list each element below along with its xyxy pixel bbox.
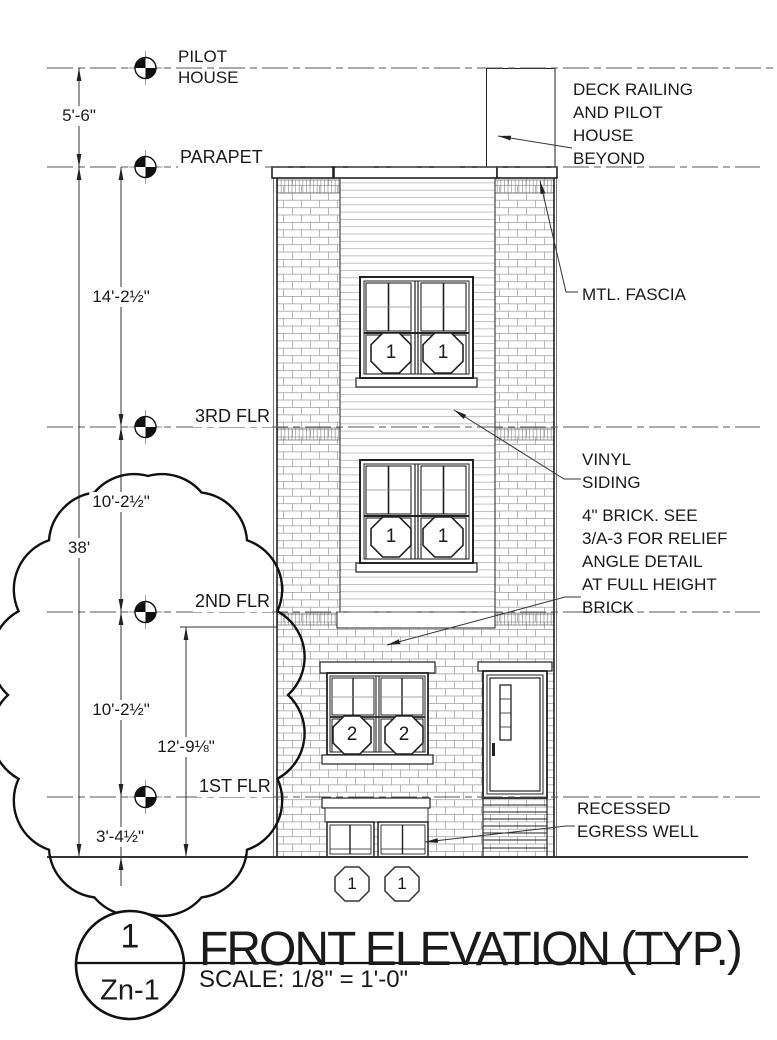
window-tag-2: 2 <box>398 724 410 745</box>
wall-edges <box>276 178 555 857</box>
dim-2nd-to-1st: 10'-2½" <box>89 700 153 720</box>
egress-well-note: RECESSED EGRESS WELL <box>577 799 699 841</box>
window-tag-1: 1 <box>437 526 449 547</box>
dim-parapet-to-3rd: 14'-2½" <box>89 287 153 307</box>
datum-marker <box>128 595 163 629</box>
title-block-linework <box>74 909 680 1021</box>
sheet-ref: Zn-1 <box>100 974 160 1007</box>
detail-number: 1 <box>120 917 140 956</box>
brick-note-leader <box>386 596 581 646</box>
window-tag-octagon <box>370 516 412 558</box>
window-lintel <box>319 661 436 674</box>
window-tag-octagon <box>334 866 370 902</box>
mtl-fascia-note: MTL. FASCIA <box>582 285 686 304</box>
window-tag-1: 1 <box>385 526 397 547</box>
third-floor-window <box>355 276 478 388</box>
window-tag-octagon <box>370 332 412 374</box>
building-facade <box>271 68 558 858</box>
brick-note: 4" BRICK. SEE 3/A-3 FOR RELIEF ANGLE DET… <box>582 506 728 617</box>
third-floor-label: 3RD FLR <box>193 406 273 427</box>
datum-marker <box>128 780 163 814</box>
door-handle <box>492 743 495 756</box>
datum-marker <box>128 410 163 444</box>
dim-overall-height: 38' <box>64 538 94 558</box>
window-tag-2: 2 <box>346 724 358 745</box>
first-floor-window <box>319 661 436 765</box>
parapet-cap-fascia <box>271 166 558 179</box>
revision-cloud <box>0 472 306 918</box>
window-tag-1: 1 <box>437 342 449 363</box>
dim-1st-to-grade: 3'-4½" <box>92 827 148 847</box>
dim-3rd-to-2nd: 10'-2½" <box>89 492 153 512</box>
datum-marker <box>128 150 163 184</box>
pilot-house-label: PILOT HOUSE <box>178 47 239 87</box>
second-floor-label: 2ND FLR <box>193 591 273 612</box>
siding-base-trim <box>336 611 496 629</box>
second-floor-window <box>355 459 478 573</box>
window-tag-octagon <box>384 715 424 755</box>
first-floor-label: 1ST FLR <box>197 776 273 797</box>
window-tag-octagon <box>384 866 420 902</box>
window-tag-1: 1 <box>347 874 357 893</box>
deck-railing-leader <box>497 135 573 149</box>
vinyl-siding-leader <box>453 409 581 480</box>
window-tag-1: 1 <box>385 342 397 363</box>
egress-leader <box>424 825 575 843</box>
door-steps <box>482 798 548 857</box>
dim-full-height-brick: 12'-9⅛" <box>154 737 218 757</box>
dim-pilot-to-parapet: 5'-6" <box>59 106 99 126</box>
level-lines <box>47 67 775 858</box>
window-tag-1: 1 <box>397 874 407 893</box>
detail-bubble-circle <box>74 909 186 1021</box>
leader-lines <box>386 135 581 843</box>
egress-well <box>321 797 431 858</box>
window-sill <box>321 754 434 765</box>
mtl-fascia-leader <box>539 180 578 293</box>
drawing-title: FRONT ELEVATION (TYP.) <box>199 923 743 976</box>
basement-window-tags <box>334 866 420 902</box>
entry-door <box>477 661 553 857</box>
window-tag-octagon <box>332 715 372 755</box>
window-tag-octagon <box>422 332 464 374</box>
right-brick-pier <box>495 178 554 628</box>
door-lintel <box>477 661 553 672</box>
pilot-house-outline <box>486 68 556 167</box>
parapet-label: PARAPET <box>178 147 265 168</box>
deck-railing-note: DECK RAILING AND PILOT HOUSE BEYOND <box>573 80 693 168</box>
left-brick-pier <box>277 178 340 628</box>
datum-marker <box>128 51 163 85</box>
drawing-scale: SCALE: 1/8" = 1'-0" <box>199 966 409 993</box>
vinyl-siding-note: VINYL SIDING <box>582 450 641 492</box>
door-lite <box>499 684 512 741</box>
level-datum-markers <box>128 51 163 814</box>
window-tag-octagon <box>422 516 464 558</box>
